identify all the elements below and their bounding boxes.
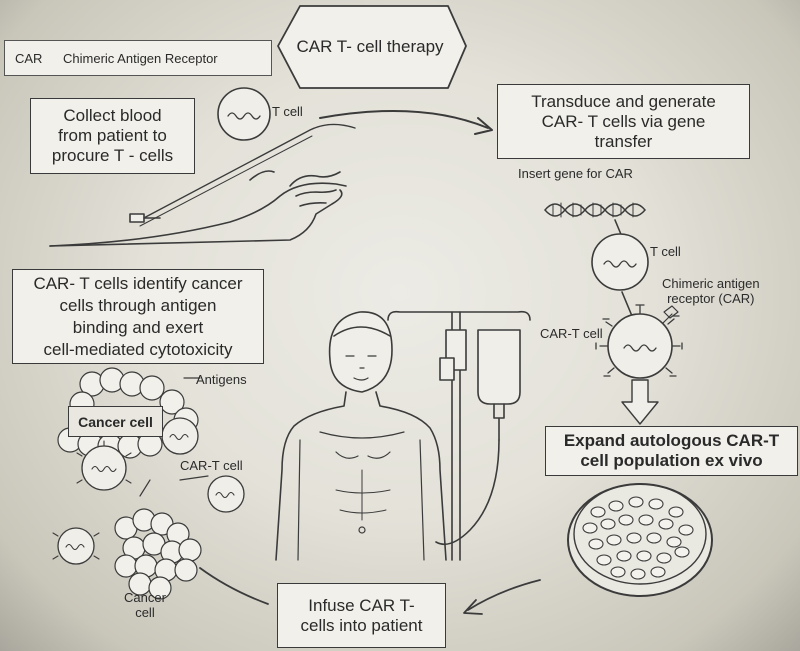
title-banner-shape [277,5,467,89]
step-infuse-patient: Infuse CAR T- cells into patient [277,583,446,648]
cancer-cell-cluster-lower [114,508,202,600]
arm-blood-draw-illustration [49,123,356,247]
t-cell-right-icon [591,233,649,291]
arrow-cart-to-expand [621,379,659,425]
step-expand-population: Expand autologous CAR-T cell population … [545,426,798,476]
patient-illustration [275,311,447,561]
label-t-cell-top: T cell [272,104,303,119]
arrow-expand-to-infuse [467,579,541,611]
arrow-tcell-to-cart [621,291,633,317]
label-insert-gene: Insert gene for CAR [518,166,633,181]
cancer-cell-label: Cancer cell [78,413,153,430]
step-identify-text: CAR- T cells identify cancer cells throu… [33,273,243,359]
legend-definition: Chimeric Antigen Receptor [63,50,218,66]
step-infuse-text: Infuse CAR T- cells into patient [300,595,423,635]
step-expand-text: Expand autologous CAR-T cell population … [563,431,780,470]
car-t-cells-left [52,417,245,565]
dna-helix-icon [544,202,646,218]
label-chimeric-receptor: Chimeric antigen receptor (CAR) [662,276,760,306]
arrow-collect-to-transduce [319,110,489,129]
label-antigens: Antigens [196,372,247,387]
t-cell-top-icon [217,87,271,141]
step-transduce-text: Transduce and generate CAR- T cells via … [531,91,716,151]
arrow-expand-to-infuse-head [463,599,483,615]
label-cancer-cell-bottom: Cancer cell [124,590,166,620]
petri-dish-icon [567,483,713,597]
label-t-cell-right: T cell [650,244,681,259]
step-identify-cancer: CAR- T cells identify cancer cells throu… [12,269,264,364]
step-collect-blood: Collect blood from patient to procure T … [30,98,195,174]
car-receptor-marker [663,305,679,319]
step-collect-text: Collect blood from patient to procure T … [51,106,174,165]
label-car-t-cell-right: CAR-T cell [540,326,603,341]
legend-abbreviation: CAR [15,50,43,66]
iv-stand-illustration [387,310,531,561]
diagram-title: CAR T- cell therapy [296,37,444,56]
cancer-cell-label-box: Cancer cell [68,406,163,437]
arrow-collect-to-transduce-head [474,117,493,135]
diagram-title-box: CAR T- cell therapy [275,4,465,90]
arrow-infuse-to-cancer [199,567,269,605]
label-car-t-cell-left: CAR-T cell [180,458,243,473]
abbreviation-legend: CAR Chimeric Antigen Receptor [4,40,272,76]
step-transduce: Transduce and generate CAR- T cells via … [497,84,750,159]
